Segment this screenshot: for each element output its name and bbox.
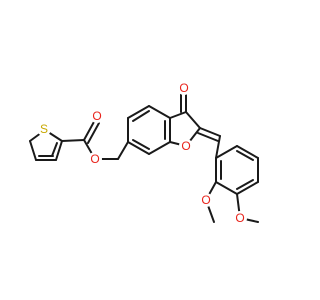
oxygen-atom-label: O	[92, 109, 101, 123]
double-bond	[236, 150, 254, 161]
atom-background	[177, 81, 191, 95]
oxygen-atom-label: O	[181, 139, 190, 153]
double-bond	[132, 139, 150, 150]
atom-background	[199, 193, 213, 207]
double-bond	[199, 127, 221, 137]
double-bond	[87, 122, 100, 144]
benzene-ring-b	[215, 145, 259, 195]
bond	[29, 140, 37, 161]
bond	[117, 141, 129, 160]
bond	[148, 105, 171, 119]
benzene-ring-a	[117, 105, 171, 160]
double-bond	[197, 132, 219, 142]
methoxy-groups	[205, 181, 259, 223]
atom-background	[90, 109, 104, 123]
double-bond	[132, 110, 150, 122]
double-bond	[236, 179, 254, 190]
atom-background	[179, 139, 193, 153]
sulfur-atom-label: S	[40, 122, 48, 136]
oxygen-atom-label: O	[235, 211, 244, 225]
benzylidene-link	[197, 127, 221, 159]
atom-labels: S O O O O O O	[37, 81, 247, 225]
bond	[148, 141, 171, 155]
structure-diagram: S O O O O O O	[29, 81, 259, 225]
bond	[55, 140, 63, 161]
oxygen-atom-label: O	[179, 81, 188, 95]
bond	[215, 181, 238, 195]
bond	[215, 145, 238, 159]
double-bond	[83, 119, 96, 141]
atom-background	[37, 122, 51, 136]
bond	[169, 111, 187, 119]
bond	[185, 111, 201, 129]
bond	[127, 141, 150, 155]
thiophene-ring	[29, 129, 63, 161]
atom-background	[233, 211, 247, 225]
bond	[127, 105, 150, 119]
bond	[236, 181, 259, 195]
bond	[236, 145, 259, 159]
double-bond	[51, 142, 58, 157]
bond	[61, 139, 85, 142]
oxygen-atom-label: O	[90, 152, 99, 166]
oxygen-atom-label: O	[201, 193, 210, 207]
bond	[215, 135, 221, 159]
atom-background	[88, 152, 102, 166]
